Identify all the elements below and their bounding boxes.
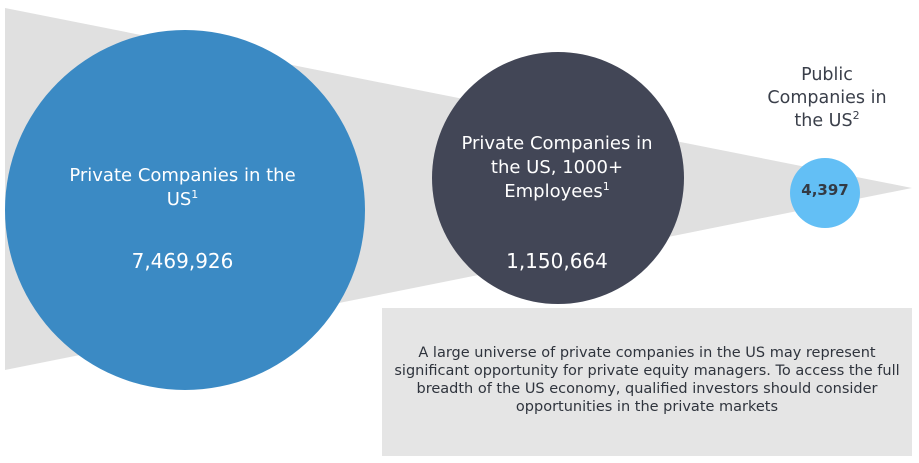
public-companies-value: 4,397 [801, 181, 849, 199]
circle-private-companies-1000-plus [432, 52, 684, 304]
private-companies-1000-plus-label: Private Companies in the US, 1000+ Emplo… [461, 133, 653, 202]
caption-text: A large universe of private companies in… [394, 345, 900, 415]
private-companies-value: 7,469,926 [131, 249, 234, 273]
public-companies-label: Public Companies in the US2 [767, 65, 887, 131]
private-companies-label: Private Companies in the US1 [69, 165, 296, 210]
private-companies-1000-plus-value: 1,150,664 [506, 249, 608, 273]
circle-private-companies [5, 30, 365, 390]
footnote-marker: 1 [191, 188, 199, 201]
footnote-marker: 1 [602, 180, 610, 193]
circle-public-companies [790, 158, 860, 228]
caption-box: A large universe of private companies in… [382, 308, 912, 456]
footnote-marker: 2 [852, 109, 860, 123]
